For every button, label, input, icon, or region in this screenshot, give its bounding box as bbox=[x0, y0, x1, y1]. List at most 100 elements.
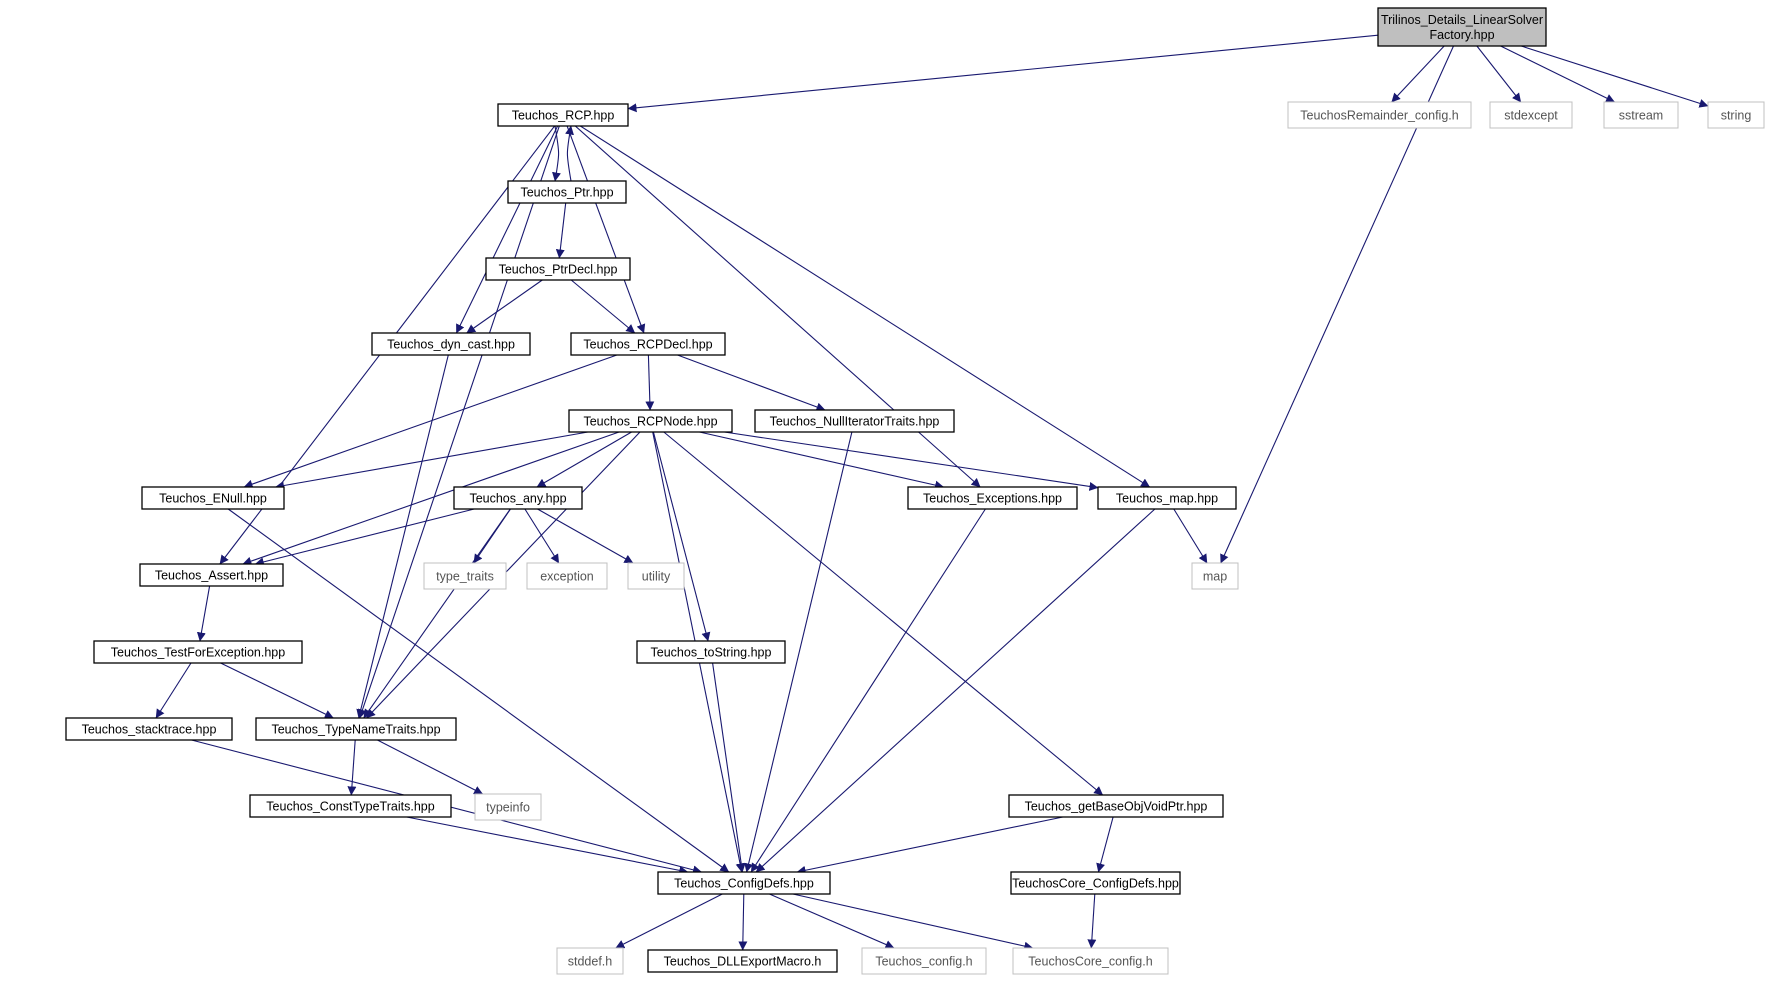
node-box bbox=[556, 947, 624, 975]
edge-typename-to-typeinfo bbox=[377, 739, 484, 795]
node-rcpnode[interactable]: Teuchos_RCPNode.hpp bbox=[568, 409, 733, 433]
node-testfor[interactable]: Teuchos_TestForException.hpp bbox=[93, 640, 303, 664]
node-box bbox=[65, 717, 233, 741]
node-box bbox=[1010, 871, 1181, 895]
node-box bbox=[453, 486, 583, 510]
node-assert[interactable]: Teuchos_Assert.hpp bbox=[139, 563, 284, 587]
node-label: stddef.h bbox=[568, 955, 613, 969]
node-box bbox=[570, 332, 726, 356]
edge-rcp-to-tmap bbox=[580, 125, 1151, 488]
edge-ptrdecl-to-rcpdecl bbox=[570, 279, 636, 334]
edge-coreconfigdefs-to-coreconfig bbox=[1087, 893, 1097, 949]
node-nulliter[interactable]: Teuchos_NullIteratorTraits.hpp bbox=[754, 409, 955, 433]
node-string: string bbox=[1707, 101, 1765, 129]
node-coreconfigdefs[interactable]: TeuchosCore_ConfigDefs.hpp bbox=[1010, 871, 1181, 895]
node-label: Teuchos_any.hpp bbox=[469, 492, 566, 506]
node-label: Teuchos_dyn_cast.hpp bbox=[387, 338, 515, 352]
edge-assert-to-testfor bbox=[196, 585, 211, 642]
node-label: Teuchos_map.hpp bbox=[1116, 492, 1218, 506]
node-label: Teuchos_RCPDecl.hpp bbox=[583, 338, 712, 352]
edge-rcpnode-to-getbase bbox=[663, 431, 1104, 796]
node-label: type_traits bbox=[436, 570, 494, 584]
node-label: Teuchos_ConfigDefs.hpp bbox=[674, 877, 814, 891]
node-remainder: TeuchosRemainder_config.h bbox=[1287, 101, 1472, 129]
edge-rcpnode-to-exceptions bbox=[699, 431, 945, 490]
node-dllexport[interactable]: Teuchos_DLLExportMacro.h bbox=[647, 949, 838, 973]
node-box bbox=[93, 640, 303, 664]
edge-nulliter-to-configdefs bbox=[744, 431, 853, 873]
node-tconfig: Teuchos_config.h bbox=[861, 947, 987, 975]
node-box bbox=[907, 486, 1078, 510]
edge-any-to-exception bbox=[524, 508, 560, 564]
edge-any-to-utility bbox=[537, 508, 634, 564]
edge-tmap-to-map bbox=[1173, 508, 1208, 564]
node-box bbox=[1012, 947, 1169, 975]
node-rcp[interactable]: Teuchos_RCP.hpp bbox=[497, 103, 629, 127]
node-label: stdexcept bbox=[1504, 109, 1558, 123]
node-label: map bbox=[1203, 570, 1227, 584]
edge-rcpdecl-to-rcpnode bbox=[645, 354, 655, 411]
node-stddef: stddef.h bbox=[556, 947, 624, 975]
node-box bbox=[474, 793, 542, 821]
edge-rcpnode-to-assert bbox=[242, 431, 620, 566]
node-getbase[interactable]: Teuchos_getBaseObjVoidPtr.hpp bbox=[1008, 794, 1224, 818]
node-tostring[interactable]: Teuchos_toString.hpp bbox=[636, 640, 786, 664]
node-type_traits: type_traits bbox=[423, 562, 507, 590]
edge-getbase-to-configdefs bbox=[796, 816, 1064, 875]
nodes-layer: Trilinos_Details_LinearSolverFactory.hpp… bbox=[65, 7, 1765, 975]
node-utility: utility bbox=[627, 562, 685, 590]
edge-rcp-to-ptr bbox=[552, 125, 561, 182]
node-box bbox=[657, 871, 831, 895]
node-label: Teuchos_Exceptions.hpp bbox=[923, 492, 1062, 506]
node-box bbox=[371, 332, 531, 356]
node-box bbox=[1097, 486, 1237, 510]
node-consttype[interactable]: Teuchos_ConstTypeTraits.hpp bbox=[249, 794, 452, 818]
node-box bbox=[754, 409, 955, 433]
node-box bbox=[1191, 562, 1239, 590]
edge-consttype-to-configdefs bbox=[406, 816, 689, 875]
edge-root-to-stdexcept bbox=[1476, 45, 1522, 103]
edge-tostring-to-configdefs bbox=[712, 662, 746, 873]
node-exceptions[interactable]: Teuchos_Exceptions.hpp bbox=[907, 486, 1078, 510]
edge-rcpnode-to-tmap bbox=[724, 431, 1099, 491]
node-typename[interactable]: Teuchos_TypeNameTraits.hpp bbox=[255, 717, 457, 741]
node-box bbox=[1489, 101, 1573, 129]
node-any[interactable]: Teuchos_any.hpp bbox=[453, 486, 583, 510]
node-box bbox=[636, 640, 786, 664]
node-rcpdecl[interactable]: Teuchos_RCPDecl.hpp bbox=[570, 332, 726, 356]
edge-dyncast-to-typename bbox=[356, 354, 449, 719]
node-ptr[interactable]: Teuchos_Ptr.hpp bbox=[507, 180, 627, 204]
node-label: Teuchos_toString.hpp bbox=[651, 646, 772, 660]
edge-any-to-typename bbox=[363, 508, 511, 719]
node-label: Teuchos_PtrDecl.hpp bbox=[499, 263, 618, 277]
node-box bbox=[249, 794, 452, 818]
node-enull[interactable]: Teuchos_ENull.hpp bbox=[141, 486, 285, 510]
node-box bbox=[526, 562, 608, 590]
node-label: Teuchos_RCPNode.hpp bbox=[583, 415, 717, 429]
node-box bbox=[423, 562, 507, 590]
node-sstream: sstream bbox=[1603, 101, 1679, 129]
edge-rcp-to-dyncast bbox=[455, 125, 559, 334]
edge-exceptions-to-configdefs bbox=[750, 508, 986, 873]
node-ptrdecl[interactable]: Teuchos_PtrDecl.hpp bbox=[485, 257, 631, 281]
edge-configdefs-to-stddef bbox=[615, 893, 723, 949]
edge-rcpdecl-to-nulliter bbox=[677, 354, 826, 412]
node-label: Trilinos_Details_LinearSolver bbox=[1381, 13, 1543, 27]
node-label: utility bbox=[642, 570, 671, 584]
node-box bbox=[627, 562, 685, 590]
node-box bbox=[255, 717, 457, 741]
node-label: string bbox=[1721, 109, 1752, 123]
node-label: Factory.hpp bbox=[1429, 28, 1494, 42]
node-box bbox=[1603, 101, 1679, 129]
node-dyncast[interactable]: Teuchos_dyn_cast.hpp bbox=[371, 332, 531, 356]
node-configdefs[interactable]: Teuchos_ConfigDefs.hpp bbox=[657, 871, 831, 895]
node-label: exception bbox=[540, 570, 594, 584]
edge-root-to-map bbox=[1220, 45, 1455, 564]
node-box bbox=[139, 563, 284, 587]
node-label: sstream bbox=[1619, 109, 1663, 123]
node-box bbox=[861, 947, 987, 975]
node-tmap[interactable]: Teuchos_map.hpp bbox=[1097, 486, 1237, 510]
node-exception: exception bbox=[526, 562, 608, 590]
node-stacktrace[interactable]: Teuchos_stacktrace.hpp bbox=[65, 717, 233, 741]
